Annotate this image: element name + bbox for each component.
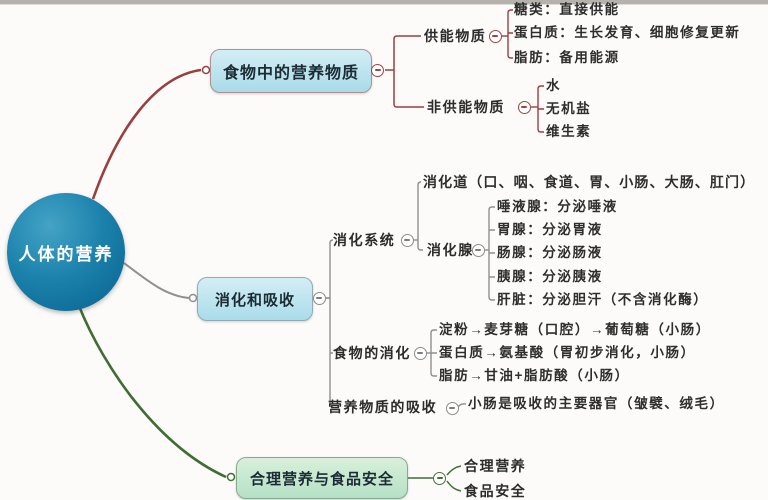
leaf-small-intestine[interactable]: 小肠是吸收的主要器官（皱襞、绒毛） <box>468 396 725 411</box>
leaf-salivary-gland[interactable]: 唾液腺：分泌唾液 <box>497 199 618 214</box>
minus-icon <box>492 35 498 37</box>
leaf-liver[interactable]: 肝脏：分泌胆汗（不含消化酶） <box>497 292 709 307</box>
leaf-digestive-tract[interactable]: 消化道（口、咽、食道、胃、小肠、大肠、肛门） <box>423 174 756 190</box>
leaf-rational-nutrition[interactable]: 合理营养 <box>464 458 527 474</box>
collapse-toggle-food-digestion[interactable] <box>413 346 427 360</box>
leaf-sugars[interactable]: 糖类：直接供能 <box>514 2 620 17</box>
minus-icon <box>449 407 455 409</box>
leaf-starch-path[interactable]: 淀粉→麦芽糖（口腔）→葡萄糖（小肠） <box>439 322 711 337</box>
minus-icon <box>475 249 481 251</box>
collapse-toggle-non-energy[interactable] <box>517 100 531 114</box>
green-branch-lines <box>77 305 462 492</box>
collapse-toggle-system[interactable] <box>400 233 414 247</box>
node-digestion-absorption[interactable]: 消化和吸收 <box>197 277 313 321</box>
leaf-vitamins[interactable]: 维生素 <box>546 124 592 139</box>
node-digestive-system[interactable]: 消化系统 <box>333 232 396 248</box>
leaf-fat[interactable]: 脂肪：备用能源 <box>514 50 620 65</box>
minus-icon <box>374 69 381 71</box>
node-food-digestion[interactable]: 食物的消化 <box>333 345 411 361</box>
leaf-pancreas[interactable]: 胰腺：分泌胰液 <box>497 269 603 284</box>
node-food-nutrients[interactable]: 食物中的营养物质 <box>210 49 372 93</box>
minus-icon <box>417 352 423 354</box>
node-non-energy-substances[interactable]: 非供能物质 <box>427 99 505 115</box>
node-nutrition-food-safety[interactable]: 合理营养与食品安全 <box>236 457 408 499</box>
gray-branch-lines <box>123 181 495 408</box>
collapse-toggle-absorption[interactable] <box>445 401 459 415</box>
window-top-strip <box>0 0 768 5</box>
node-digestive-glands[interactable]: 消化腺 <box>427 242 474 258</box>
leaf-fat-path[interactable]: 脂肪→甘油+脂肪酸（小肠） <box>439 368 630 383</box>
minus-icon <box>316 297 322 299</box>
leaf-protein[interactable]: 蛋白质：生长发育、细胞修复更新 <box>514 25 741 40</box>
leaf-intestinal-gland[interactable]: 肠腺：分泌肠液 <box>497 245 603 260</box>
collapse-toggle-energy[interactable] <box>488 29 502 43</box>
collapse-toggle-glands[interactable] <box>471 243 485 257</box>
leaf-gastric-gland[interactable]: 胃腺：分泌胃液 <box>497 222 603 237</box>
red-branch-lines <box>91 9 544 200</box>
leaf-protein-path[interactable]: 蛋白质→氨基酸（胃初步消化，小肠） <box>439 345 696 360</box>
node-nutrient-absorption[interactable]: 营养物质的吸收 <box>328 399 438 415</box>
leaf-water[interactable]: 水 <box>546 78 562 93</box>
root-node[interactable]: 人体的营养 <box>7 193 125 311</box>
minus-icon <box>521 106 527 108</box>
collapse-toggle-nutrients[interactable] <box>371 63 384 77</box>
leaf-minerals[interactable]: 无机盐 <box>546 101 592 116</box>
minus-icon <box>436 477 443 479</box>
collapse-toggle-digestion[interactable] <box>312 291 326 305</box>
minus-icon <box>404 239 410 241</box>
leaf-food-safety[interactable]: 食品安全 <box>464 483 527 499</box>
node-energy-substances[interactable]: 供能物质 <box>424 28 487 44</box>
collapse-toggle-safety[interactable] <box>433 471 446 485</box>
